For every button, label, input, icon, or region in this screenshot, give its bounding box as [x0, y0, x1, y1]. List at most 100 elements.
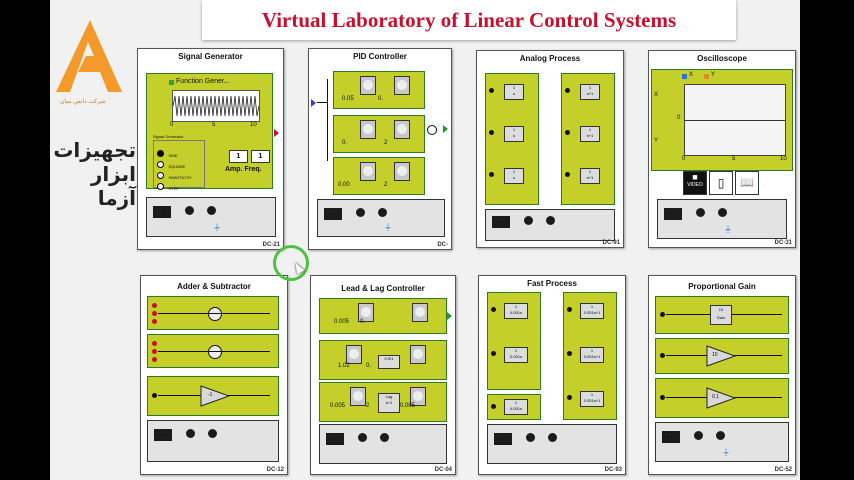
oscilloscope-panel[interactable]: Oscilloscope X Y X Y 0 0 5 10 ■ VIDEO ▯ …: [648, 50, 796, 248]
manual-button[interactable]: 📖: [735, 171, 759, 195]
lead-lag-controller-panel[interactable]: Lead & Lag Controller 0.005 0. 0.5/1 1.0…: [310, 275, 456, 475]
lag-transfer-block[interactable]: 0.5/1: [378, 355, 400, 369]
leadlag-knob-1[interactable]: [350, 387, 366, 406]
knob-2[interactable]: [716, 431, 725, 440]
lead-knob-2[interactable]: [412, 303, 428, 322]
gain-row-1[interactable]: 10 Gain: [655, 296, 789, 334]
output-port[interactable]: [274, 129, 279, 137]
radio-square[interactable]: SQUARE: [157, 155, 185, 173]
knob-1[interactable]: [186, 429, 195, 438]
knob-1[interactable]: [524, 216, 533, 225]
in-node[interactable]: [660, 353, 665, 358]
kd-knob-2[interactable]: [394, 162, 410, 181]
analog-process-panel[interactable]: Analog Process 1s 1s 1s 1s+1 1s+1 1s+1 D…: [476, 50, 624, 248]
in-node-6[interactable]: [565, 172, 570, 177]
derivative-row[interactable]: 0.00 2: [333, 157, 425, 195]
lead-row[interactable]: 0.005 0.: [319, 298, 447, 334]
knob-2[interactable]: [548, 433, 557, 442]
in-node-1[interactable]: [489, 88, 494, 93]
phone-button[interactable]: ▯: [709, 171, 733, 195]
knob-2[interactable]: [546, 216, 555, 225]
signal-type-radio-group[interactable]: SINE SQUARE SAWTOOTH STEP: [153, 140, 205, 191]
ki-knob-2[interactable]: [394, 120, 410, 139]
knob-2[interactable]: [380, 433, 389, 442]
knob-2[interactable]: [207, 206, 216, 215]
frequency-field[interactable]: 1: [251, 150, 270, 163]
lag-knob-1[interactable]: [346, 345, 362, 364]
in-node[interactable]: [152, 319, 157, 324]
knob-2[interactable]: [718, 208, 727, 217]
in-node[interactable]: [567, 351, 572, 356]
signal-generator-panel[interactable]: Signal Generator Function Gener... 0 5 1…: [137, 48, 284, 250]
in-node[interactable]: [152, 341, 157, 346]
kp-knob[interactable]: [360, 76, 376, 95]
adder-row-2[interactable]: [147, 334, 279, 368]
proportional-row[interactable]: 0.05 0.: [333, 71, 425, 109]
output-port[interactable]: [447, 312, 452, 320]
gain-triangle[interactable]: [706, 345, 736, 367]
knob-1[interactable]: [694, 431, 703, 440]
output-port[interactable]: [443, 125, 448, 133]
in-node[interactable]: [152, 357, 157, 362]
input-port[interactable]: [311, 99, 316, 107]
lead-knob-1[interactable]: [358, 303, 374, 322]
in-node[interactable]: [567, 307, 572, 312]
proportional-gain-panel[interactable]: Proportional Gain 10 Gain 10 0.1 ⏚ DC-52: [648, 275, 796, 475]
adder-subtractor-panel[interactable]: Adder & Subtractor -1 DC-12: [140, 275, 288, 475]
in-node[interactable]: [491, 351, 496, 356]
gain-row-2[interactable]: 10: [655, 338, 789, 374]
kd-knob[interactable]: [360, 162, 376, 181]
in-node[interactable]: [660, 312, 665, 317]
gain-triangle[interactable]: [706, 387, 736, 409]
ki-knob[interactable]: [360, 120, 376, 139]
in-node[interactable]: [567, 395, 572, 400]
in-node[interactable]: [152, 303, 157, 308]
in-node[interactable]: [152, 349, 157, 354]
in-node-5[interactable]: [565, 130, 570, 135]
kp-knob-2[interactable]: [394, 76, 410, 95]
in-node[interactable]: [660, 395, 665, 400]
gain-row-3[interactable]: 0.1: [655, 378, 789, 418]
in-node-3[interactable]: [489, 172, 494, 177]
amplitude-field[interactable]: 1: [229, 150, 248, 163]
in-node[interactable]: [152, 393, 157, 398]
knob-1[interactable]: [356, 208, 365, 217]
in-node[interactable]: [152, 311, 157, 316]
pid-controller-panel[interactable]: PID Controller 0.05 0. 0. 2 0.00 2 ⏚ DC-: [308, 48, 452, 250]
in-node-4[interactable]: [565, 88, 570, 93]
gain-triangle[interactable]: [200, 385, 230, 407]
gain-block[interactable]: 10 Gain: [710, 305, 732, 325]
knob-1[interactable]: [526, 433, 535, 442]
video-button[interactable]: ■ VIDEO: [683, 171, 707, 195]
lag-knob-2[interactable]: [410, 345, 426, 364]
knob-1[interactable]: [696, 208, 705, 217]
lag-row[interactable]: 0.5/1 1.02 0.: [319, 340, 447, 380]
radio-step[interactable]: STEP: [157, 177, 179, 195]
leadlag-knob-2[interactable]: [410, 387, 426, 406]
knob-1[interactable]: [185, 206, 194, 215]
in-node-2[interactable]: [489, 130, 494, 135]
integral-row[interactable]: 0. 2: [333, 115, 425, 153]
adder-row-1[interactable]: [147, 296, 279, 330]
knob-1[interactable]: [358, 433, 367, 442]
inverter-row[interactable]: -1: [147, 376, 279, 416]
signal-generator-module[interactable]: Function Gener... 0 5 10 Signal Generato…: [146, 73, 273, 191]
